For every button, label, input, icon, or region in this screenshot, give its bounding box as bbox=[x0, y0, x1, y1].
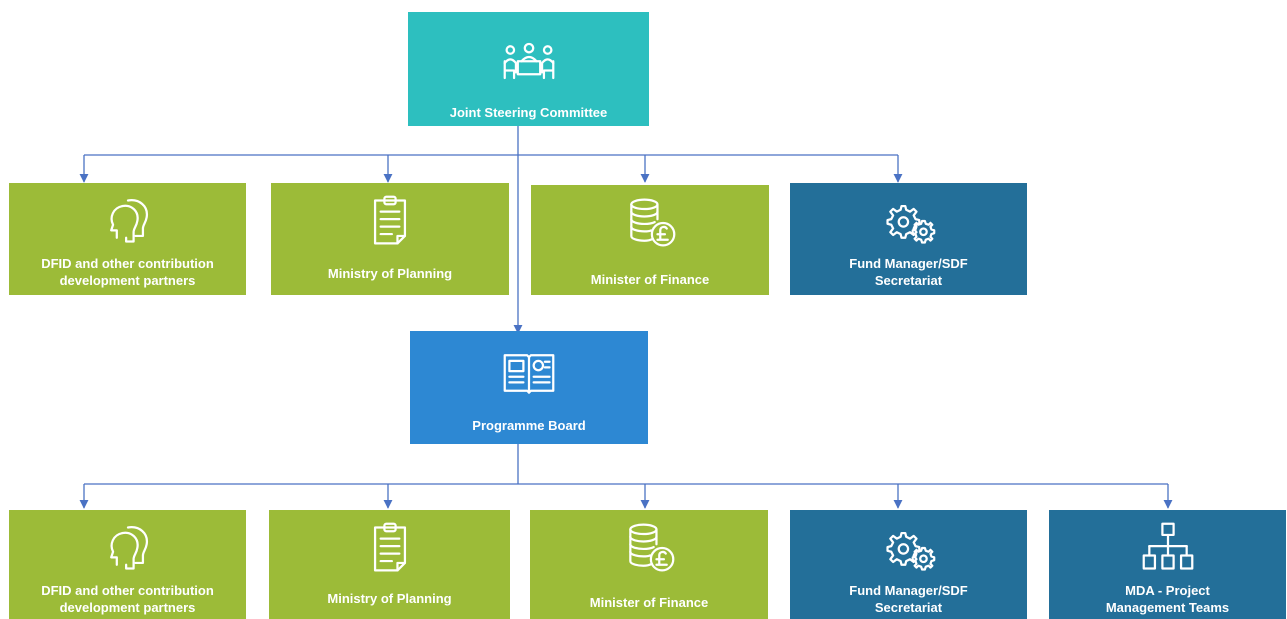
row1-planning-node: Ministry of Planning bbox=[271, 183, 509, 295]
heads-dialogue-icon bbox=[98, 518, 158, 578]
meeting-table-icon bbox=[499, 34, 559, 94]
row2-fund-manager-node: Fund Manager/SDF Secretariat bbox=[790, 510, 1027, 619]
row2-mda-node: MDA - Project Management Teams bbox=[1049, 510, 1286, 619]
clipboard-icon bbox=[360, 191, 420, 251]
row1-planning-label: Ministry of Planning bbox=[327, 266, 453, 281]
row2-finance-node: Minister of Finance bbox=[530, 510, 768, 619]
coins-pound-icon bbox=[620, 193, 680, 253]
joint-steering-committee-node: Joint Steering Committee bbox=[408, 12, 649, 126]
gears-icon bbox=[879, 518, 939, 578]
org-chart-icon bbox=[1138, 518, 1198, 578]
clipboard-icon bbox=[360, 518, 420, 578]
coins-pound-icon bbox=[619, 518, 679, 578]
row1-fund-manager-label: Fund Manager/SDF Secretariat bbox=[849, 256, 968, 288]
row1-dfid-label: DFID and other contribution development … bbox=[41, 256, 214, 288]
row2-mda-label: MDA - Project Management Teams bbox=[1105, 583, 1230, 615]
programme-board-label: Programme Board bbox=[472, 418, 586, 433]
row2-planning-label: Ministry of Planning bbox=[327, 591, 452, 606]
open-book-icon bbox=[499, 343, 559, 403]
row2-finance-label: Minister of Finance bbox=[589, 595, 709, 610]
row2-fund-manager-label: Fund Manager/SDF Secretariat bbox=[849, 583, 968, 615]
row1-finance-node: Minister of Finance bbox=[531, 185, 769, 295]
heads-dialogue-icon bbox=[98, 191, 158, 251]
row2-dfid-label: DFID and other contribution development … bbox=[41, 583, 214, 615]
row2-dfid-node: DFID and other contribution development … bbox=[9, 510, 246, 619]
gears-icon bbox=[879, 191, 939, 251]
row2-planning-node: Ministry of Planning bbox=[269, 510, 510, 619]
row1-dfid-node: DFID and other contribution development … bbox=[9, 183, 246, 295]
row1-fund-manager-node: Fund Manager/SDF Secretariat bbox=[790, 183, 1027, 295]
row1-finance-label: Minister of Finance bbox=[590, 272, 710, 287]
programme-board-node: Programme Board bbox=[410, 331, 648, 444]
joint-steering-committee-label: Joint Steering Committee bbox=[449, 105, 608, 120]
